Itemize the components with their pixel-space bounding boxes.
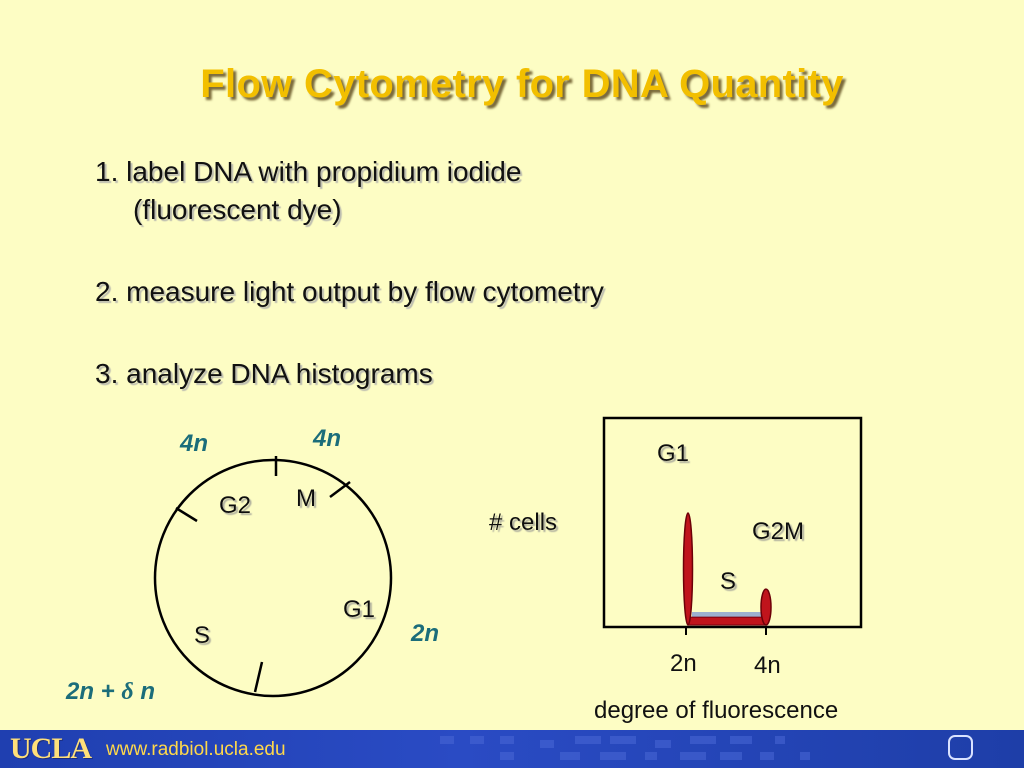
ucla-logo: UCLA [10,732,92,765]
ploidy-top-right: 4n [312,425,341,452]
ploidy-bl-prefix: 2n + [65,678,121,705]
x-tick-4n: 4n [754,652,781,679]
phase-m: M [296,485,316,512]
step-1: 1. label DNA with propidium iodide [95,156,522,187]
ploidy-bl-delta: δ [121,679,133,705]
peak-label-g2m: G2M [752,518,804,545]
g1-peak [682,512,694,626]
steps-list: 1. label DNA with propidium iodide (fluo… [95,153,604,393]
step-1-detail: (fluorescent dye) [133,194,342,225]
phase-s: S [194,622,210,649]
tick-m-g1 [329,481,351,498]
footer-pattern [440,736,810,760]
dna-histogram: G1 G2M S # cells 2n 4n degree of fluores… [489,416,863,724]
cell-cycle-diagram: G2 M G1 S 4n 4n 2n 2n + δ n [65,425,439,705]
ploidy-bl-suffix: n [134,678,155,705]
histogram-frame [602,416,863,629]
s-phase-shadow [692,612,766,618]
footer-bar: UCLA www.radbiol.ucla.edu [0,730,1024,768]
cell-cycle-circle [153,458,393,698]
x-axis-label: degree of fluorescence [594,697,838,724]
ploidy-right: 2n [410,620,439,647]
phase-g2: G2 [219,492,251,519]
s-phase-plateau [687,616,767,626]
step-2: 2. measure light output by flow cytometr… [95,276,604,307]
home-square-icon[interactable] [948,735,973,760]
peak-label-s: S [720,568,736,595]
footer-url[interactable]: www.radbiol.ucla.edu [106,739,286,760]
step-3: 3. analyze DNA histograms [95,358,433,389]
slide-title: Flow Cytometry for DNA Quantity [200,62,844,106]
peak-label-g1: G1 [657,440,689,467]
x-tick-2n: 2n [670,650,697,677]
y-axis-label: # cells [489,509,557,536]
g2m-peak [760,588,772,626]
ploidy-bottom-left: 2n + δ n [65,678,155,705]
ploidy-top-left: 4n [179,430,208,457]
tick-s-g2 [175,506,198,523]
phase-g1: G1 [343,596,375,623]
tick-g1-s [253,661,264,693]
